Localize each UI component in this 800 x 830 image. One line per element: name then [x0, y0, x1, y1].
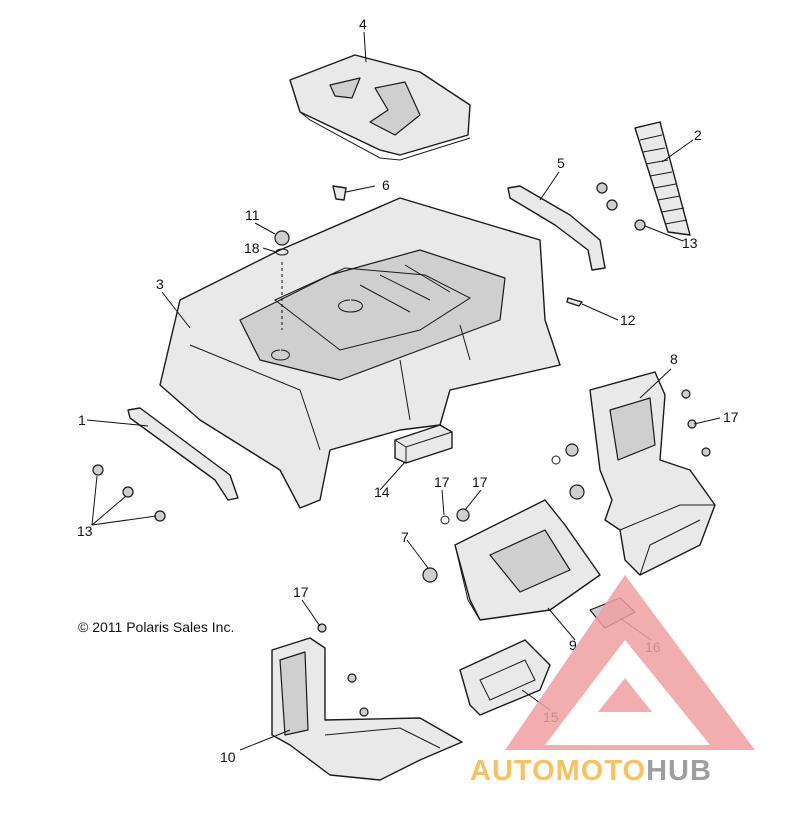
- hardware-group: [92, 182, 711, 717]
- callout-7: 7: [401, 529, 409, 545]
- svg-text:AUTOMOTOHUB: AUTOMOTOHUB: [470, 755, 712, 787]
- part-8-storage-bin: [589, 371, 716, 576]
- callout-2: 2: [694, 127, 702, 143]
- rivet: [154, 510, 166, 522]
- rivet: [122, 486, 134, 498]
- watermark-brand-first: AUTOMOTO: [470, 755, 646, 787]
- callout-3: 3: [156, 276, 164, 292]
- callout-17-right: 17: [723, 409, 739, 425]
- callout-19: 17: [472, 474, 488, 490]
- rivet: [634, 219, 646, 231]
- part-18-washer: [440, 515, 450, 525]
- part-1-trim-strip: [127, 407, 239, 501]
- part-12-screw: [566, 297, 583, 307]
- screw: [359, 707, 369, 717]
- part-9-bracket-tray: [454, 499, 601, 621]
- screw: [701, 447, 711, 457]
- watermark-logo: AUTOMOTOHUB: [470, 575, 755, 787]
- callout-14: 14: [374, 484, 390, 500]
- part-14-block: [394, 424, 453, 464]
- part-10-lower-panel: [271, 637, 463, 781]
- callout-10: 10: [220, 749, 236, 765]
- callout-labels: 4 2 3 5 6 11 18 13 12 1 8 17 14 17 17 7 …: [77, 16, 739, 765]
- part-3-cargo-box: [159, 197, 561, 509]
- screw: [681, 389, 691, 399]
- grommet: [569, 484, 585, 500]
- callout-5: 5: [557, 155, 565, 171]
- callout-1: 1: [78, 412, 86, 428]
- callout-17-bottom: 17: [293, 584, 309, 600]
- callout-13-top: 13: [682, 235, 698, 251]
- rivet: [596, 182, 608, 194]
- nut: [565, 443, 579, 457]
- callout-9: 9: [569, 637, 577, 653]
- callout-6: 6: [382, 177, 390, 193]
- callout-11: 11: [245, 207, 260, 223]
- rivet: [606, 199, 618, 211]
- part-4-cover-panel: [289, 54, 471, 161]
- part-15-cover-plate: [459, 639, 551, 716]
- part-2-vent-grille: [634, 121, 691, 236]
- part-6-screw: [332, 185, 347, 201]
- part-7-grommet: [422, 567, 438, 583]
- watermark-brand-second: HUB: [646, 755, 712, 787]
- callout-8: 8: [670, 351, 678, 367]
- rivet: [92, 464, 104, 476]
- part-11-plug: [274, 230, 290, 246]
- washer: [551, 455, 561, 465]
- callout-18: 17: [434, 474, 450, 490]
- triangle-logo-icon: [505, 575, 755, 750]
- callout-12: 12: [620, 312, 636, 328]
- copyright-notice: © 2011 Polaris Sales Inc.: [78, 619, 234, 635]
- callout-20: 18: [244, 240, 260, 256]
- callout-13-left: 13: [77, 523, 93, 539]
- callout-4: 4: [359, 16, 367, 32]
- part-19-nut: [456, 508, 470, 522]
- part-5-trim-strip: [507, 185, 606, 271]
- screw: [347, 673, 357, 683]
